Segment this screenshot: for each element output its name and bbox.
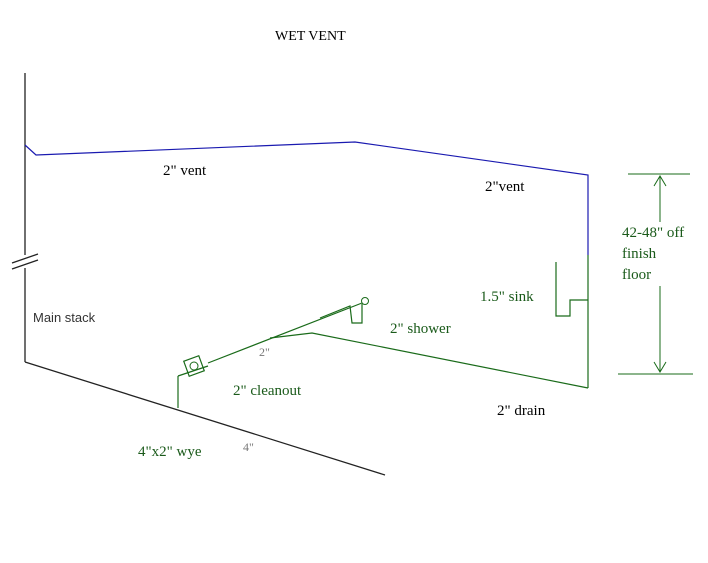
height-label-line3: floor bbox=[622, 267, 652, 283]
height-label-line2: finish bbox=[622, 246, 657, 262]
drain-2in-to-shower bbox=[207, 302, 363, 364]
wye-label: 4"x2" wye bbox=[138, 444, 202, 460]
sink-label: 1.5" sink bbox=[480, 289, 534, 305]
dim-arrow-down bbox=[653, 361, 667, 373]
diagram-title: WET VENT bbox=[275, 29, 346, 44]
stack-break-mark-1 bbox=[11, 253, 39, 264]
main-stack-label: Main stack bbox=[33, 310, 96, 325]
cleanout-cap bbox=[189, 361, 199, 371]
pipe-2in-label: 2" bbox=[259, 345, 270, 359]
shower-label: 2" shower bbox=[390, 321, 451, 337]
main-drain-4in bbox=[24, 361, 386, 476]
pipe-4in-label: 4" bbox=[243, 440, 254, 454]
dim-arrow-up bbox=[653, 175, 667, 187]
drain-label: 2" drain bbox=[497, 403, 546, 419]
cleanout-fitting bbox=[182, 354, 206, 378]
stack-break-mark-2 bbox=[11, 259, 39, 270]
vent-left-label: 2" vent bbox=[163, 163, 207, 179]
height-label-line1: 42-48" off bbox=[622, 225, 685, 241]
shower-drain-cap bbox=[361, 297, 369, 305]
vent-line bbox=[24, 141, 589, 255]
shower-trap bbox=[319, 304, 363, 324]
drain-2in-main bbox=[269, 332, 589, 389]
vent-right-label: 2"vent bbox=[485, 179, 525, 195]
sink-trap-arm bbox=[555, 262, 588, 317]
cleanout-label: 2" cleanout bbox=[233, 383, 302, 399]
